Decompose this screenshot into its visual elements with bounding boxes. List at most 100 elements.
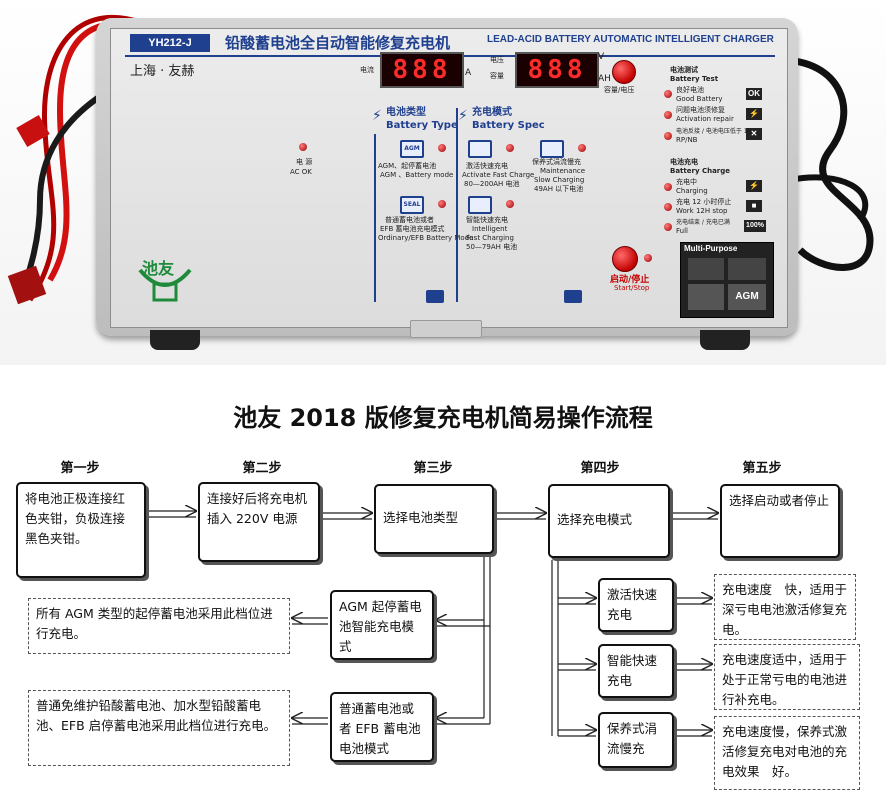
step-3-label: 第三步 xyxy=(413,461,453,476)
stop12h-zh: 充电 12 小时停止 xyxy=(676,198,732,206)
cross-icon: ✕ xyxy=(746,128,762,140)
charging-led xyxy=(664,183,672,191)
step-2-box: 连接好后将充电机插入 220V 电源 xyxy=(198,482,320,562)
battery-type-title-en: Battery Type xyxy=(386,120,458,131)
stop12h-led xyxy=(664,203,672,211)
charging-zh: 充电中 xyxy=(676,178,697,186)
power-label-en: AC OK xyxy=(290,168,312,176)
voltage-label: 电压 xyxy=(490,56,504,64)
brand-label: 上海 · 友赫 xyxy=(130,64,195,79)
full-symbol: 100% xyxy=(744,220,766,232)
maintenance-en2: Slow Charging xyxy=(534,176,585,184)
maintenance-zh: 保养式涓流慢充 xyxy=(532,158,581,166)
smart-charge-zh: 智能快速充电 xyxy=(466,216,508,224)
battery-spec-title-en: Battery Spec xyxy=(472,120,545,131)
voltage-display: 888 xyxy=(515,52,599,88)
stop12h-en: Work 12H stop xyxy=(676,207,728,215)
multi-purpose-label: Multi-Purpose xyxy=(684,244,738,253)
maintenance-en: Maintenance xyxy=(540,167,586,175)
charge-mode-smart-note: 充电速度适中，适用于处于正常亏电的电池进行补充电。 xyxy=(714,644,860,710)
efb-battery-icon: SEAL xyxy=(400,196,424,214)
battery-spec-icon xyxy=(564,290,582,303)
charge-mode-maintenance-box: 保养式涓流慢充 xyxy=(598,712,674,768)
step-5-box: 选择启动或者停止 xyxy=(720,484,840,558)
battery-spec-title-zh: 充电模式 xyxy=(472,107,512,118)
stop-icon: ■ xyxy=(746,200,762,212)
repair-zh: 问题电池须修复 xyxy=(676,106,725,114)
battery-type-efb-box: 普通蓄电池或者 EFB 蓄电池电池模式 xyxy=(330,692,434,762)
capacity-voltage-knob[interactable] xyxy=(612,60,636,84)
fast-charge-icon xyxy=(468,140,492,158)
vehicle-icon xyxy=(688,258,724,280)
battery-type-title-zh: 电池类型 xyxy=(386,107,426,118)
current-label: 电流 xyxy=(360,66,374,74)
battery-charge-title-zh: 电池充电 xyxy=(670,158,698,166)
battery-test-title-en: Battery Test xyxy=(670,75,719,83)
charger-foot-right xyxy=(700,330,750,350)
charger-foot-left xyxy=(150,330,200,350)
smart-charge-en2: Fast Charging xyxy=(466,234,514,242)
maintenance-range: 49AH 以下电池 xyxy=(534,185,584,193)
start-stop-led xyxy=(644,254,652,262)
start-stop-label-en: Start/Stop xyxy=(614,284,650,292)
car-icon xyxy=(688,284,724,310)
brand-logo xyxy=(136,260,194,304)
fast-charge-en: Activate Fast Charge xyxy=(462,171,535,179)
start-stop-button[interactable] xyxy=(612,246,638,272)
good-battery-en: Good Battery xyxy=(676,95,723,103)
rpnb-zh: 电池反接 / 电池电压低于 1V xyxy=(676,128,752,135)
battery-type-agm-note: 所有 AGM 类型的起停蓄电池采用此档位进行充电。 xyxy=(28,598,290,654)
agm-label-en: AGM 、Battery mode xyxy=(380,171,454,179)
logo-text: 池友 xyxy=(142,259,175,278)
voltage-unit: V xyxy=(598,52,605,62)
step-1-box: 将电池正极连接红色夹钳，负极连接黑色夹钳。 xyxy=(16,482,146,578)
step-1-label: 第一步 xyxy=(60,461,100,476)
smart-charge-range: 50—79AH 电池 xyxy=(466,243,518,251)
device-title-en: LEAD-ACID BATTERY AUTOMATIC INTELLIGENT … xyxy=(487,34,774,45)
repair-en: Activation repair xyxy=(676,115,734,123)
battery-type-agm-box: AGM 起停蓄电池智能充电模式 xyxy=(330,590,434,660)
flowchart-title: 池友 2018 版修复充电机简易操作流程 xyxy=(233,404,653,432)
fast-charge-range: 80—200AH 电池 xyxy=(464,180,520,188)
agm-led xyxy=(438,144,446,152)
boat-icon xyxy=(728,258,766,280)
charging-en: Charging xyxy=(676,187,708,195)
good-battery-zh: 良好电池 xyxy=(676,86,704,94)
rpnb-en: RP/NB xyxy=(676,136,698,144)
agm-label-zh: AGM、起停蓄电池 xyxy=(378,162,437,170)
power-label: 电 源 xyxy=(296,158,313,166)
power-led xyxy=(299,143,307,151)
step-4-box: 选择充电模式 xyxy=(548,484,670,558)
lightning-icon: ⚡ xyxy=(372,108,382,124)
smart-charge-led xyxy=(506,200,514,208)
battery-test-title-zh: 电池测试 xyxy=(670,66,698,74)
smart-charge-en: Intelligent xyxy=(472,225,508,233)
efb-led xyxy=(438,200,446,208)
capacity-unit: AH xyxy=(598,74,611,84)
panel-handle xyxy=(410,320,482,338)
step-3-box: 选择电池类型 xyxy=(374,484,494,554)
device-title-zh: 铅酸蓄电池全自动智能修复充电机 xyxy=(225,34,451,52)
agm-battery-icon: AGM xyxy=(400,140,424,158)
charge-mode-fast-box: 激活快速充电 xyxy=(598,578,674,632)
full-en: Full xyxy=(676,227,688,235)
charge-mode-maintenance-note: 充电速度慢，保养式激活修复充电对电池的充电效果 好。 xyxy=(714,716,860,790)
efb-label-zh2: EFB 蓄电池充电模式 xyxy=(380,225,445,233)
repair-symbol: ⚡ xyxy=(746,108,762,120)
logo-icon xyxy=(138,268,192,302)
agm-label-badge: AGM xyxy=(728,284,766,310)
step-4-label: 第四步 xyxy=(580,461,620,476)
fast-charge-led xyxy=(506,144,514,152)
step-5-label: 第五步 xyxy=(742,461,782,476)
capacity-voltage-label: 容量/电压 xyxy=(604,86,635,94)
step-2-label: 第二步 xyxy=(242,461,282,476)
maintenance-charge-icon xyxy=(540,140,564,158)
lightning-icon: ⚡ xyxy=(458,108,468,124)
rpnb-led xyxy=(664,132,672,140)
charging-icon: ⚡ xyxy=(746,180,762,192)
efb-label-zh: 普通蓄电池或者 xyxy=(385,216,434,224)
fast-charge-zh: 激活快速充电 xyxy=(466,162,508,170)
column-divider xyxy=(456,108,458,302)
battery-type-icon xyxy=(426,290,444,303)
